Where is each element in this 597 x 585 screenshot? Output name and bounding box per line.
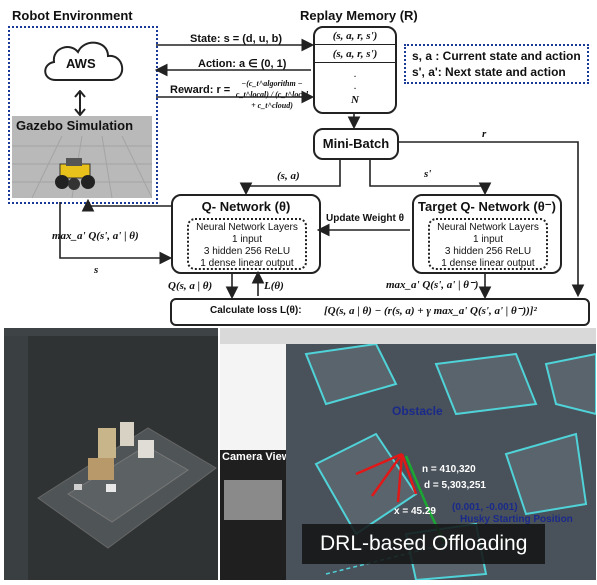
double-arrow-icon — [74, 90, 86, 116]
camera-view-panel — [220, 450, 286, 580]
gazebo-toolbar — [4, 328, 218, 336]
r-arrow — [397, 141, 585, 298]
mini-batch-box: Mini-Batch — [313, 128, 399, 160]
replay-memory-box: (s, a, r, s') (s, a, r, s') . . N — [313, 26, 397, 114]
edge-label-s-prime: s' — [424, 168, 432, 180]
action-label: Action: a ∈ (0, 1) — [198, 58, 287, 70]
loss-box: Calculate loss L(θ): [Q(s, a | θ) − (r(s… — [170, 298, 590, 326]
replay-row-4: . — [353, 80, 357, 92]
target-network-box: Target Q- Network (θ⁻) Neural Network La… — [412, 194, 562, 274]
robot-env-box: AWS Gazebo Simulation — [8, 26, 158, 204]
replay-row-2: (s, a, r, s') — [315, 48, 395, 63]
gazebo-city-scene — [37, 422, 217, 549]
gazebo-side-panel — [4, 336, 28, 580]
camera-image — [224, 480, 282, 520]
d-value-label: d = 5,303,251 — [424, 480, 486, 491]
robot-env-title: Robot Environment — [12, 8, 133, 23]
cloud-icon — [44, 41, 123, 81]
target-layers-title: Neural Network Layers — [437, 222, 539, 233]
edge-label-r: r — [482, 128, 487, 140]
target-layer-2: 3 hidden 256 ReLU — [444, 246, 532, 257]
x-value-label: x = 45.29 — [394, 506, 436, 517]
target-layer-3: 1 dense linear output — [441, 258, 535, 269]
replay-row-1: (s, a, r, s') — [315, 30, 395, 45]
gazebo-view: Gazebo Simulation — [12, 116, 153, 199]
rviz-toolbar — [220, 328, 596, 344]
obstacle-label: Obstacle — [392, 404, 443, 418]
edge-label-max-q: max_a' Q(s', a' | θ) — [52, 230, 139, 242]
gazebo-label: Gazebo Simulation — [16, 118, 134, 133]
loss-prefix: Calculate loss L(θ): — [210, 305, 302, 316]
drl-offloading-badge: DRL-based Offloading — [302, 524, 546, 564]
husky-robot-icon — [55, 158, 95, 190]
loss-formula: [Q(s, a | θ) − (r(s, a) + γ max_a' Q(s',… — [324, 305, 537, 317]
edge-label-sa: (s, a) — [277, 170, 300, 182]
replay-memory-title: Replay Memory (R) — [300, 8, 418, 23]
edge-label-q-sa: Q(s, a | θ) — [168, 280, 213, 292]
aws-label: AWS — [66, 56, 96, 71]
q-network-layers: Neural Network Layers 1 input 3 hidden 2… — [187, 218, 307, 270]
q-layer-3: 1 dense linear output — [200, 258, 294, 269]
start-coords-label: (0.001, -0.001) — [452, 502, 518, 513]
reward-formula: −(c_t^algorithm − c_t^local) / (c_t^loca… — [235, 79, 309, 110]
s-prime-arrow — [369, 158, 492, 196]
reward-label: Reward: r = — [170, 84, 231, 96]
q-network-title: Q- Network (θ) — [201, 199, 291, 214]
obstacle-rays — [355, 452, 418, 503]
edge-label-update: Update Weight θ — [326, 213, 404, 224]
replay-row-3: . — [353, 68, 357, 80]
legend-line-2: s', a': Next state and action — [412, 65, 566, 79]
edge-label-s: s — [94, 264, 99, 276]
diagram-arrows — [59, 38, 585, 300]
target-network-title: Target Q- Network (θ⁻) — [418, 199, 556, 214]
state-label: State: s = (d, u, b) — [190, 33, 282, 45]
target-network-layers: Neural Network Layers 1 input 3 hidden 2… — [428, 218, 548, 270]
s-arrow — [59, 202, 173, 265]
rviz-displays-panel — [220, 344, 286, 450]
sa-arrow — [239, 158, 341, 196]
n-value-label: n = 410,320 — [422, 464, 476, 475]
mini-batch-label: Mini-Batch — [322, 136, 390, 151]
q-layers-title: Neural Network Layers — [196, 222, 298, 233]
gazebo-world-screen — [4, 328, 218, 580]
q-layer-2: 3 hidden 256 ReLU — [203, 246, 291, 257]
replay-row-n: N — [351, 94, 359, 106]
q-layer-1: 1 input — [231, 234, 263, 245]
target-layer-1: 1 input — [472, 234, 504, 245]
legend-box: s, a : Current state and action s', a': … — [404, 44, 589, 84]
start-position-label: Husky Starting Position — [460, 514, 573, 525]
legend-line-1: s, a : Current state and action — [412, 49, 581, 63]
edge-label-max-q-target: max_a' Q(s', a' | θ⁻) — [386, 279, 479, 291]
max-q-arrow — [81, 198, 171, 212]
edge-label-l-theta: L(θ) — [264, 280, 284, 292]
